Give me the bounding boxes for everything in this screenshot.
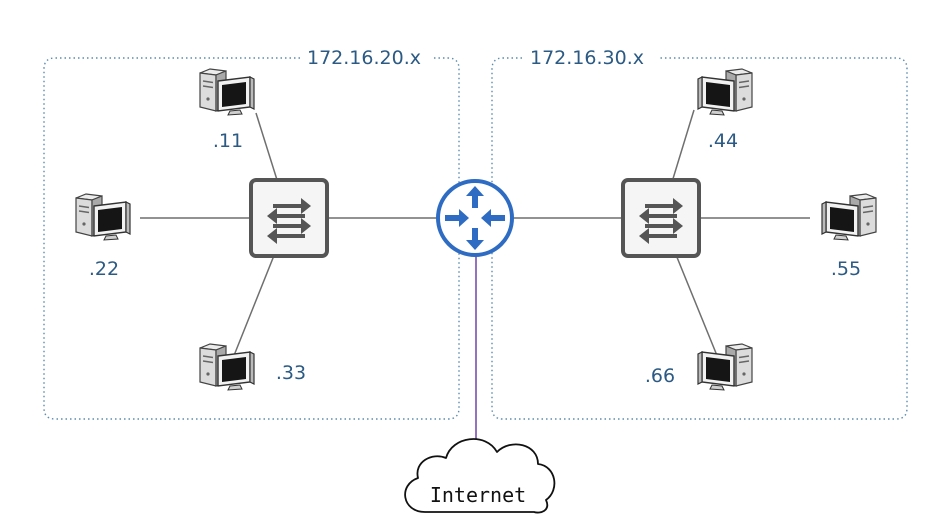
host-label: .66 [645, 365, 675, 387]
desktop-computer-icon [697, 68, 753, 116]
subnet-boundary-right [491, 57, 908, 420]
host-label: .44 [708, 130, 738, 152]
subnet-label-right: 172.16.30.x [530, 47, 644, 69]
host-label: .55 [831, 258, 861, 280]
host-label: .22 [89, 258, 119, 280]
subnet-label-left: 172.16.20.x [307, 47, 421, 69]
host-label: .11 [213, 130, 243, 152]
internet-label: Internet [430, 483, 526, 507]
cloud-icon [404, 438, 556, 514]
desktop-computer-icon [697, 343, 753, 391]
desktop-computer-icon [821, 193, 877, 241]
router-icon [436, 179, 514, 257]
host-label: .33 [276, 362, 306, 384]
switch-icon [249, 178, 329, 258]
desktop-computer-icon [75, 193, 131, 241]
subnet-boundary-left [43, 57, 460, 420]
desktop-computer-icon [199, 68, 255, 116]
desktop-computer-icon [199, 343, 255, 391]
switch-icon [621, 178, 701, 258]
